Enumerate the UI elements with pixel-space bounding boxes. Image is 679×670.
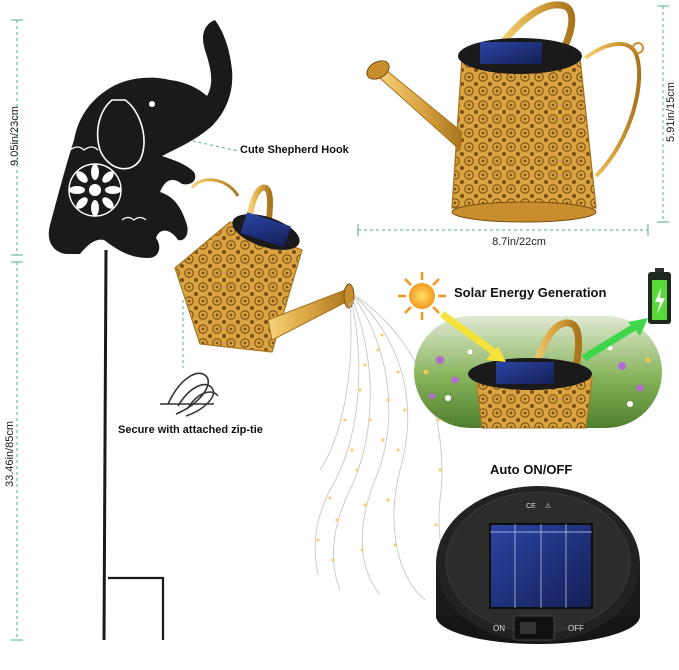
fairy-light-dots — [316, 333, 450, 577]
dimension-stake-height: 33.46in/85cm — [4, 420, 16, 488]
callout-zip-tie: Secure with attached zip-tie — [118, 424, 263, 436]
watering-can-large — [366, 1, 644, 223]
callout-shepherd-hook: Cute Shepherd Hook — [240, 144, 349, 156]
dimension-head-height: 9.05in/23cm — [9, 106, 21, 166]
callout-auto-on-off: Auto ON/OFF — [490, 462, 573, 477]
battery-icon — [648, 268, 671, 324]
flower-cutout — [69, 164, 121, 216]
sunlight-arrow — [439, 311, 506, 362]
dimension-can-width: 8.7in/22cm — [492, 236, 546, 248]
callout-solar-generation: Solar Energy Generation — [454, 285, 607, 300]
elephant-eye — [149, 101, 155, 107]
garden-stake — [102, 249, 165, 641]
solar-panel-disc: CE ⚠ — [436, 486, 640, 644]
switch-off-label: OFF — [568, 624, 584, 633]
svg-text:CE: CE — [526, 503, 536, 510]
svg-text:⚠: ⚠ — [545, 502, 551, 510]
charge-arrow — [582, 318, 648, 361]
dimension-lines — [11, 5, 669, 641]
solar-meadow-scene — [414, 316, 662, 429]
elephant-silhouette — [48, 20, 233, 258]
sun-icon — [398, 272, 446, 320]
switch-on-label: ON — [493, 624, 505, 633]
zip-tie-icon — [160, 372, 219, 417]
dimension-can-height: 5.91in/15cm — [665, 82, 677, 142]
watering-can-small — [174, 178, 355, 353]
